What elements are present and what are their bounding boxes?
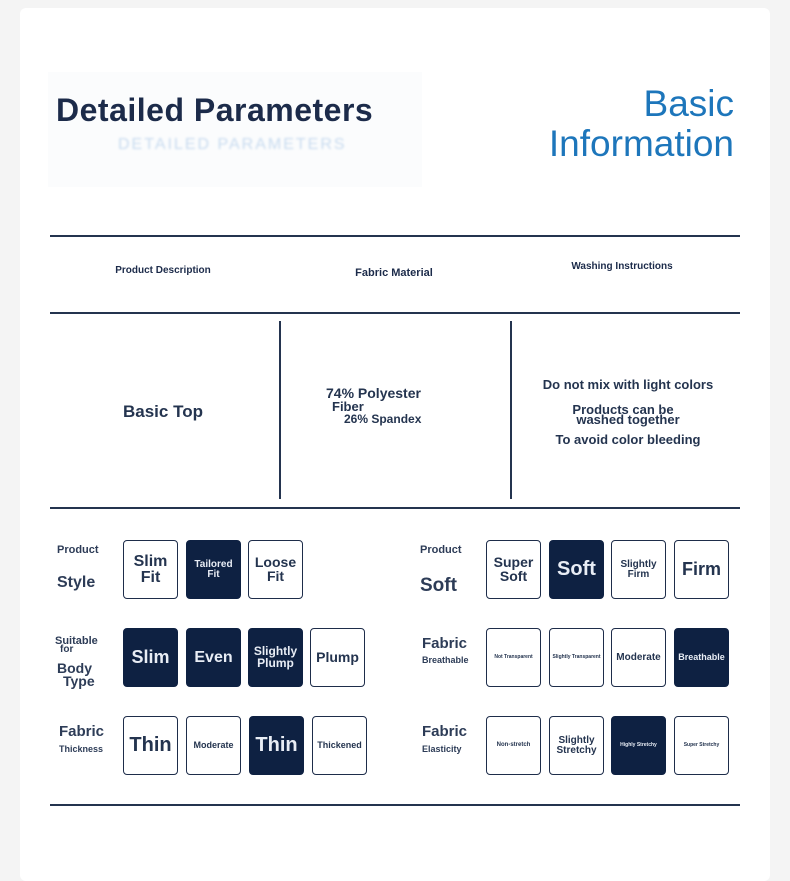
option-slightly-transparent[interactable]: Slightly Transparent	[549, 628, 604, 687]
thickness-label-bottom: Thickness	[59, 744, 104, 754]
column-divider-2	[510, 321, 512, 499]
column-divider-1	[279, 321, 281, 499]
option-breathable[interactable]: Breathable	[674, 628, 729, 687]
header-product-description: Product Description	[115, 265, 211, 276]
page-title: Detailed Parameters	[56, 92, 374, 128]
option-super-stretchy[interactable]: Super Stretchy	[674, 716, 729, 775]
basic-info-line2: Information	[548, 123, 734, 164]
header-washing-instructions: Washing Instructions	[571, 261, 673, 272]
fabric-line-1: 74% Polyester	[326, 385, 421, 401]
option-not-transparent[interactable]: Not Transparent	[486, 628, 541, 687]
basic-information-heading: Basic Information	[549, 84, 734, 164]
option-slightly-plump[interactable]: Slightly Plump	[248, 628, 303, 687]
option-slim[interactable]: Slim	[123, 628, 178, 687]
fabric-line-2: Fiber	[332, 399, 364, 414]
divider-bottom	[50, 804, 740, 806]
option-soft[interactable]: Soft	[549, 540, 604, 599]
option-slightly-firm[interactable]: Slightly Firm	[611, 540, 666, 599]
fabric-line-3: 26% Spandex	[344, 412, 422, 426]
breathable-label-bottom: Breathable	[422, 655, 469, 665]
faded-subtitle: DETAILED PARAMETERS	[118, 136, 347, 153]
body-label-1: Suitable	[55, 635, 98, 647]
breathable-label-top: Fabric	[422, 635, 468, 652]
option-slim-fit[interactable]: Slim Fit	[123, 540, 178, 599]
elasticity-label-top: Fabric	[422, 723, 468, 740]
divider-header	[50, 312, 740, 314]
option-highly-stretchy[interactable]: Highly Stretchy	[611, 716, 666, 775]
washing-line-3: washed together	[576, 412, 680, 427]
title-panel	[48, 72, 422, 187]
washing-line-1: Do not mix with light colors	[542, 377, 714, 392]
option-firm[interactable]: Firm	[674, 540, 729, 599]
option-slightly-stretchy[interactable]: Slightly Stretchy	[549, 716, 604, 775]
option-plump[interactable]: Plump	[310, 628, 365, 687]
body-label-3: Body	[57, 660, 92, 676]
style-label-bottom: Style	[57, 574, 96, 591]
product-description-value: Basic Top	[123, 402, 203, 421]
basic-info-line1: Basic	[643, 83, 734, 124]
option-thin[interactable]: Thin	[123, 716, 178, 775]
washing-line-4: To avoid color bleeding	[555, 432, 701, 447]
divider-table-bottom	[50, 507, 740, 509]
thickness-label-top: Fabric	[59, 723, 105, 740]
option-non-stretch[interactable]: Non-stretch	[486, 716, 541, 775]
option-moderate-breathable[interactable]: Moderate	[611, 628, 666, 687]
option-tailored-fit[interactable]: Tailored Fit	[186, 540, 241, 599]
header-fabric-material: Fabric Material	[355, 267, 433, 279]
option-loose-fit[interactable]: Loose Fit	[248, 540, 303, 599]
divider-top	[50, 235, 740, 237]
style-label-top: Product	[57, 544, 99, 556]
option-thickened[interactable]: Thickened	[312, 716, 367, 775]
body-label-4: Type	[63, 673, 95, 689]
option-super-soft[interactable]: Super Soft	[486, 540, 541, 599]
option-thin-selected[interactable]: Thin	[249, 716, 304, 775]
washing-line-2: Products can be	[572, 402, 674, 417]
soft-label-bottom: Soft	[420, 575, 457, 596]
option-even[interactable]: Even	[186, 628, 241, 687]
soft-label-top: Product	[420, 544, 462, 556]
option-moderate-thickness[interactable]: Moderate	[186, 716, 241, 775]
body-label-2: for	[60, 644, 74, 655]
elasticity-label-bottom: Elasticity	[422, 744, 462, 754]
